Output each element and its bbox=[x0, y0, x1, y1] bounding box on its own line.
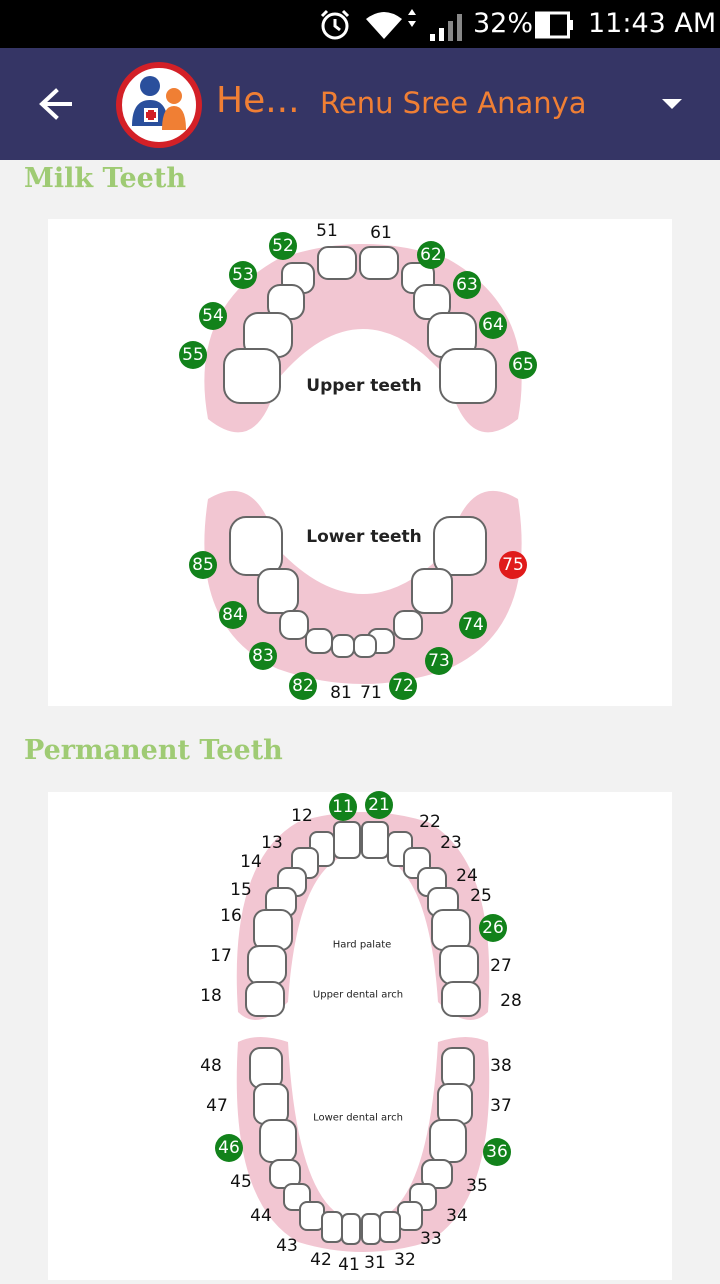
permanent-jaw-illustration bbox=[236, 812, 490, 1252]
milk-tooth-61[interactable]: 61 bbox=[370, 223, 392, 243]
family-health-logo-icon bbox=[116, 62, 202, 148]
milk-tooth-52[interactable]: 52 bbox=[269, 232, 297, 260]
milk-tooth-72[interactable]: 72 bbox=[389, 672, 417, 700]
permanent-tooth-28[interactable]: 28 bbox=[500, 991, 522, 1011]
milk-tooth-71[interactable]: 71 bbox=[360, 683, 382, 703]
permanent-tooth-22[interactable]: 22 bbox=[419, 812, 441, 832]
permanent-tooth-47[interactable]: 47 bbox=[206, 1096, 228, 1116]
permanent-tooth-38[interactable]: 38 bbox=[490, 1056, 512, 1076]
milk-tooth-83[interactable]: 83 bbox=[249, 642, 277, 670]
status-bar: 32% 11:43 AM bbox=[0, 0, 720, 48]
milk-tooth-74[interactable]: 74 bbox=[459, 611, 487, 639]
milk-tooth-54[interactable]: 54 bbox=[199, 302, 227, 330]
milk-jaw-illustration bbox=[204, 244, 522, 684]
milk-tooth-81[interactable]: 81 bbox=[330, 683, 352, 703]
permanent-tooth-35[interactable]: 35 bbox=[466, 1176, 488, 1196]
permanent-tooth-13[interactable]: 13 bbox=[261, 833, 283, 853]
milk-tooth-51[interactable]: 51 bbox=[316, 221, 338, 241]
permanent-tooth-46[interactable]: 46 bbox=[215, 1134, 243, 1162]
permanent-tooth-26[interactable]: 26 bbox=[479, 914, 507, 942]
permanent-tooth-12[interactable]: 12 bbox=[291, 806, 313, 826]
permanent-tooth-25[interactable]: 25 bbox=[470, 886, 492, 906]
permanent-tooth-11[interactable]: 11 bbox=[329, 793, 357, 821]
milk-tooth-53[interactable]: 53 bbox=[229, 261, 257, 289]
permanent-tooth-42[interactable]: 42 bbox=[310, 1250, 332, 1270]
permanent-tooth-27[interactable]: 27 bbox=[490, 956, 512, 976]
upper-teeth-label: Upper teeth bbox=[306, 376, 422, 396]
back-arrow-icon[interactable] bbox=[36, 84, 76, 124]
milk-tooth-82[interactable]: 82 bbox=[289, 672, 317, 700]
milk-tooth-75[interactable]: 75 bbox=[499, 551, 527, 579]
milk-tooth-65[interactable]: 65 bbox=[509, 351, 537, 379]
wifi-icon bbox=[366, 9, 416, 39]
signal-icon bbox=[430, 14, 462, 41]
milk-tooth-85[interactable]: 85 bbox=[189, 551, 217, 579]
lower-dental-arch-label: Lower dental arch bbox=[313, 1112, 403, 1124]
lower-teeth-label: Lower teeth bbox=[306, 527, 422, 547]
milk-tooth-64[interactable]: 64 bbox=[479, 311, 507, 339]
app-title: He... bbox=[216, 80, 300, 121]
milk-tooth-62[interactable]: 62 bbox=[417, 241, 445, 269]
app-bar: He... Renu Sree Ananya bbox=[0, 48, 720, 160]
milk-tooth-73[interactable]: 73 bbox=[425, 647, 453, 675]
permanent-tooth-37[interactable]: 37 bbox=[490, 1096, 512, 1116]
profile-selector[interactable]: Renu Sree Ananya bbox=[320, 86, 587, 120]
permanent-tooth-31[interactable]: 31 bbox=[364, 1253, 386, 1273]
permanent-tooth-24[interactable]: 24 bbox=[456, 866, 478, 886]
permanent-teeth-heading: Permanent Teeth bbox=[24, 735, 283, 766]
permanent-tooth-45[interactable]: 45 bbox=[230, 1172, 252, 1192]
permanent-tooth-18[interactable]: 18 bbox=[200, 986, 222, 1006]
permanent-tooth-48[interactable]: 48 bbox=[200, 1056, 222, 1076]
permanent-tooth-41[interactable]: 41 bbox=[338, 1255, 360, 1275]
milk-teeth-heading: Milk Teeth bbox=[24, 163, 186, 194]
milk-tooth-63[interactable]: 63 bbox=[453, 271, 481, 299]
upper-dental-arch-label: Upper dental arch bbox=[312, 989, 404, 1001]
milk-tooth-55[interactable]: 55 bbox=[179, 341, 207, 369]
permanent-tooth-44[interactable]: 44 bbox=[250, 1206, 272, 1226]
permanent-tooth-32[interactable]: 32 bbox=[394, 1250, 416, 1270]
permanent-teeth-chart: Hard palate Upper dental arch Lower dent… bbox=[48, 791, 672, 1280]
permanent-tooth-14[interactable]: 14 bbox=[240, 852, 262, 872]
milk-tooth-84[interactable]: 84 bbox=[219, 601, 247, 629]
battery-percent: 32% bbox=[473, 8, 534, 39]
alarm-icon bbox=[320, 9, 350, 40]
permanent-tooth-23[interactable]: 23 bbox=[440, 833, 462, 853]
permanent-tooth-17[interactable]: 17 bbox=[210, 946, 232, 966]
permanent-tooth-21[interactable]: 21 bbox=[365, 791, 393, 819]
teeth-content: Milk Teeth Upper teeth Lower teeth 51 61 5… bbox=[12, 160, 708, 1280]
dropdown-triangle-icon[interactable] bbox=[662, 99, 682, 109]
battery-icon bbox=[535, 11, 573, 39]
permanent-tooth-36[interactable]: 36 bbox=[483, 1138, 511, 1166]
clock: 11:43 AM bbox=[588, 8, 717, 39]
permanent-tooth-15[interactable]: 15 bbox=[230, 880, 252, 900]
permanent-tooth-43[interactable]: 43 bbox=[276, 1236, 298, 1256]
permanent-tooth-34[interactable]: 34 bbox=[446, 1206, 468, 1226]
permanent-tooth-16[interactable]: 16 bbox=[220, 906, 242, 926]
permanent-tooth-33[interactable]: 33 bbox=[420, 1229, 442, 1249]
hard-palate-label: Hard palate bbox=[332, 939, 392, 951]
